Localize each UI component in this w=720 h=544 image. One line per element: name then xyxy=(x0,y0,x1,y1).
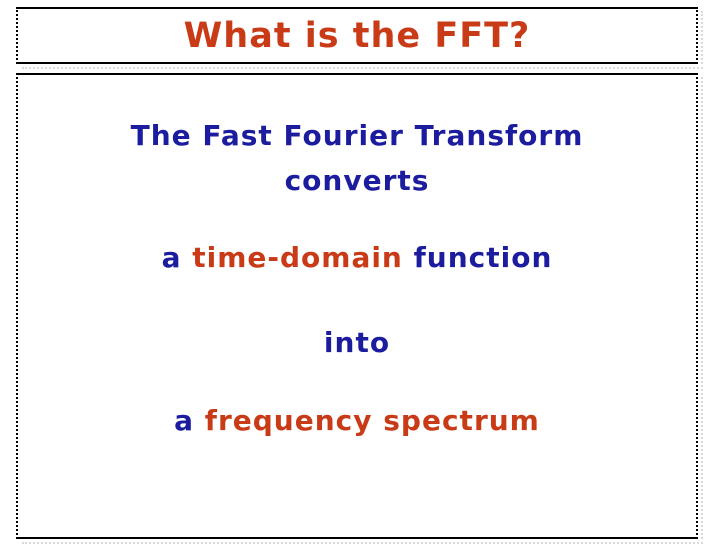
slide-body-box: The Fast Fourier Transform converts a ti… xyxy=(16,73,703,544)
body-line-4-text: into xyxy=(323,326,391,359)
body-line-5-highlight: frequency spectrum xyxy=(204,404,540,437)
body-line-4: into xyxy=(18,320,696,365)
slide-title: What is the FFT? xyxy=(183,15,531,56)
body-line-2-text: converts xyxy=(284,164,430,197)
body-line-3-highlight: time-domain xyxy=(192,241,403,274)
body-line-1-text: The Fast Fourier Transform xyxy=(130,119,584,152)
body-line-5: a frequency spectrum xyxy=(18,398,696,443)
slide-title-box: What is the FFT? xyxy=(16,7,703,69)
body-line-5-prefix: a xyxy=(174,404,195,437)
body-line-1: The Fast Fourier Transform xyxy=(18,113,696,158)
body-line-3-suffix: function xyxy=(413,241,553,274)
body-line-3: a time-domain function xyxy=(18,235,696,280)
body-line-2: converts xyxy=(18,158,696,203)
body-line-3-prefix: a xyxy=(161,241,182,274)
